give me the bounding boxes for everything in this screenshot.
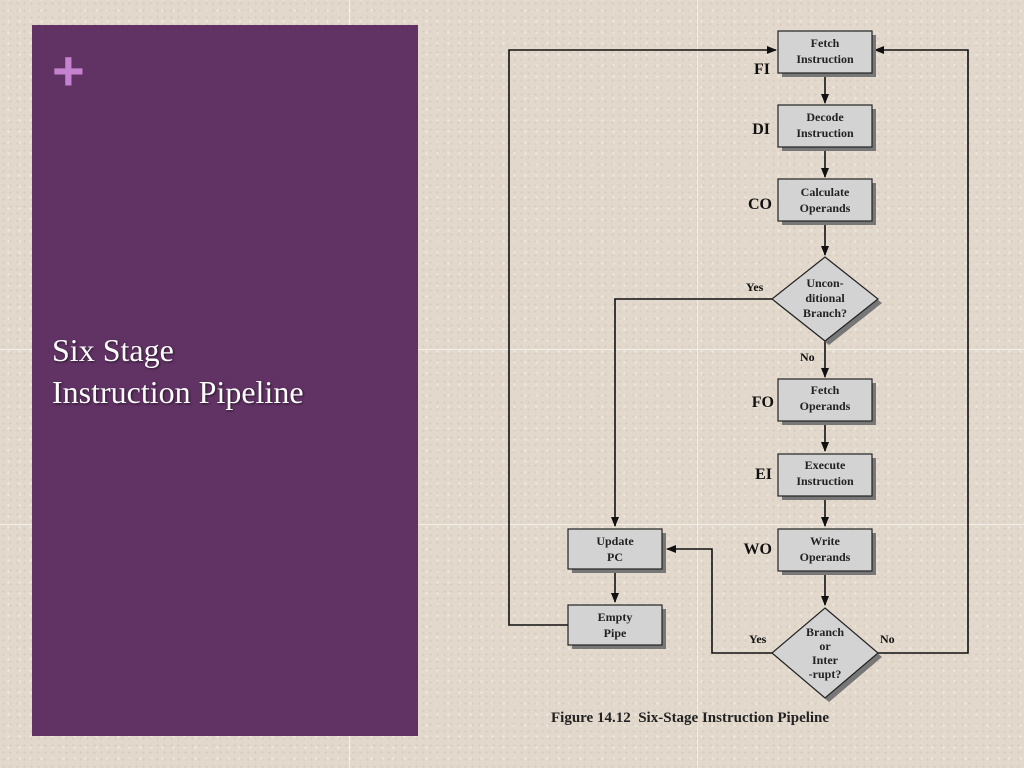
- decision-label: Uncon-: [806, 276, 843, 290]
- stage-label: Operands: [800, 550, 851, 564]
- decision-label: Branch?: [803, 306, 847, 320]
- slide-title: Six Stage Instruction Pipeline: [52, 329, 402, 413]
- background-gridline: [0, 524, 1024, 525]
- stage-label: Calculate: [801, 185, 850, 199]
- empty-pipe-label: Empty: [598, 610, 633, 624]
- stage-box-fi: Fetch Instruction FI: [754, 30, 876, 78]
- stage-label: Instruction: [796, 52, 854, 66]
- stage-code: WO: [744, 541, 772, 558]
- title-panel: + Six Stage Instruction Pipeline: [32, 25, 418, 736]
- update-pc-box: Update PC: [567, 528, 666, 573]
- branch-or-interrupt-decision: Branch or Inter -rupt? Yes No: [749, 607, 895, 702]
- arrow-empty-pipe-to-fi: [508, 46, 777, 626]
- stage-label: Instruction: [796, 126, 854, 140]
- stage-box-co: Calculate Operands CO: [748, 178, 876, 225]
- stage-box-wo: Write Operands WO: [744, 528, 876, 575]
- decision-label: ditional: [805, 291, 845, 305]
- interrupt-no-label: No: [880, 632, 895, 646]
- interrupt-yes-label: Yes: [749, 632, 767, 646]
- figure-caption: Figure 14.12 Six-Stage Instruction Pipel…: [551, 710, 829, 726]
- branch-yes-label: Yes: [746, 280, 764, 294]
- slide-title-line-2: Instruction Pipeline: [52, 374, 304, 410]
- update-pc-label: PC: [607, 550, 623, 564]
- stage-code: CO: [748, 196, 772, 213]
- arrow-interrupt-no-to-fi: [874, 46, 969, 654]
- stage-label: Execute: [805, 458, 846, 472]
- decision-label: Inter: [812, 653, 839, 667]
- arrow-interrupt-yes-to-update-pc: [666, 545, 772, 654]
- empty-pipe-label: Pipe: [604, 626, 627, 640]
- stage-label: Operands: [800, 201, 851, 215]
- stage-label: Decode: [806, 110, 844, 124]
- stage-label: Fetch: [811, 383, 840, 397]
- stage-box-fo: Fetch Operands FO: [752, 378, 876, 425]
- empty-pipe-box: Empty Pipe: [567, 604, 666, 649]
- slide-title-line-1: Six Stage: [52, 332, 174, 368]
- arrow-branch-yes-to-update-pc: [611, 298, 772, 527]
- update-pc-label: Update: [596, 534, 634, 548]
- decision-label: -rupt?: [809, 667, 842, 681]
- background-gridline: [0, 349, 1024, 350]
- stage-code: FO: [752, 394, 774, 411]
- stage-label: Fetch: [811, 36, 840, 50]
- branch-no-label: No: [800, 350, 815, 364]
- plus-icon: +: [52, 39, 85, 102]
- stage-label: Instruction: [796, 474, 854, 488]
- decision-label: or: [819, 639, 831, 653]
- stage-label: Operands: [800, 399, 851, 413]
- decision-label: Branch: [806, 625, 844, 639]
- stage-box-ei: Execute Instruction EI: [755, 453, 876, 500]
- stage-label: Write: [810, 534, 840, 548]
- stage-code: EI: [755, 466, 772, 483]
- unconditional-branch-decision: Uncon- ditional Branch? Yes No: [746, 256, 882, 364]
- stage-code: DI: [752, 121, 770, 138]
- flow-connectors: [508, 46, 969, 654]
- background-gridline: [697, 0, 698, 768]
- stage-code: FI: [754, 61, 770, 78]
- stage-box-di: Decode Instruction DI: [752, 104, 876, 151]
